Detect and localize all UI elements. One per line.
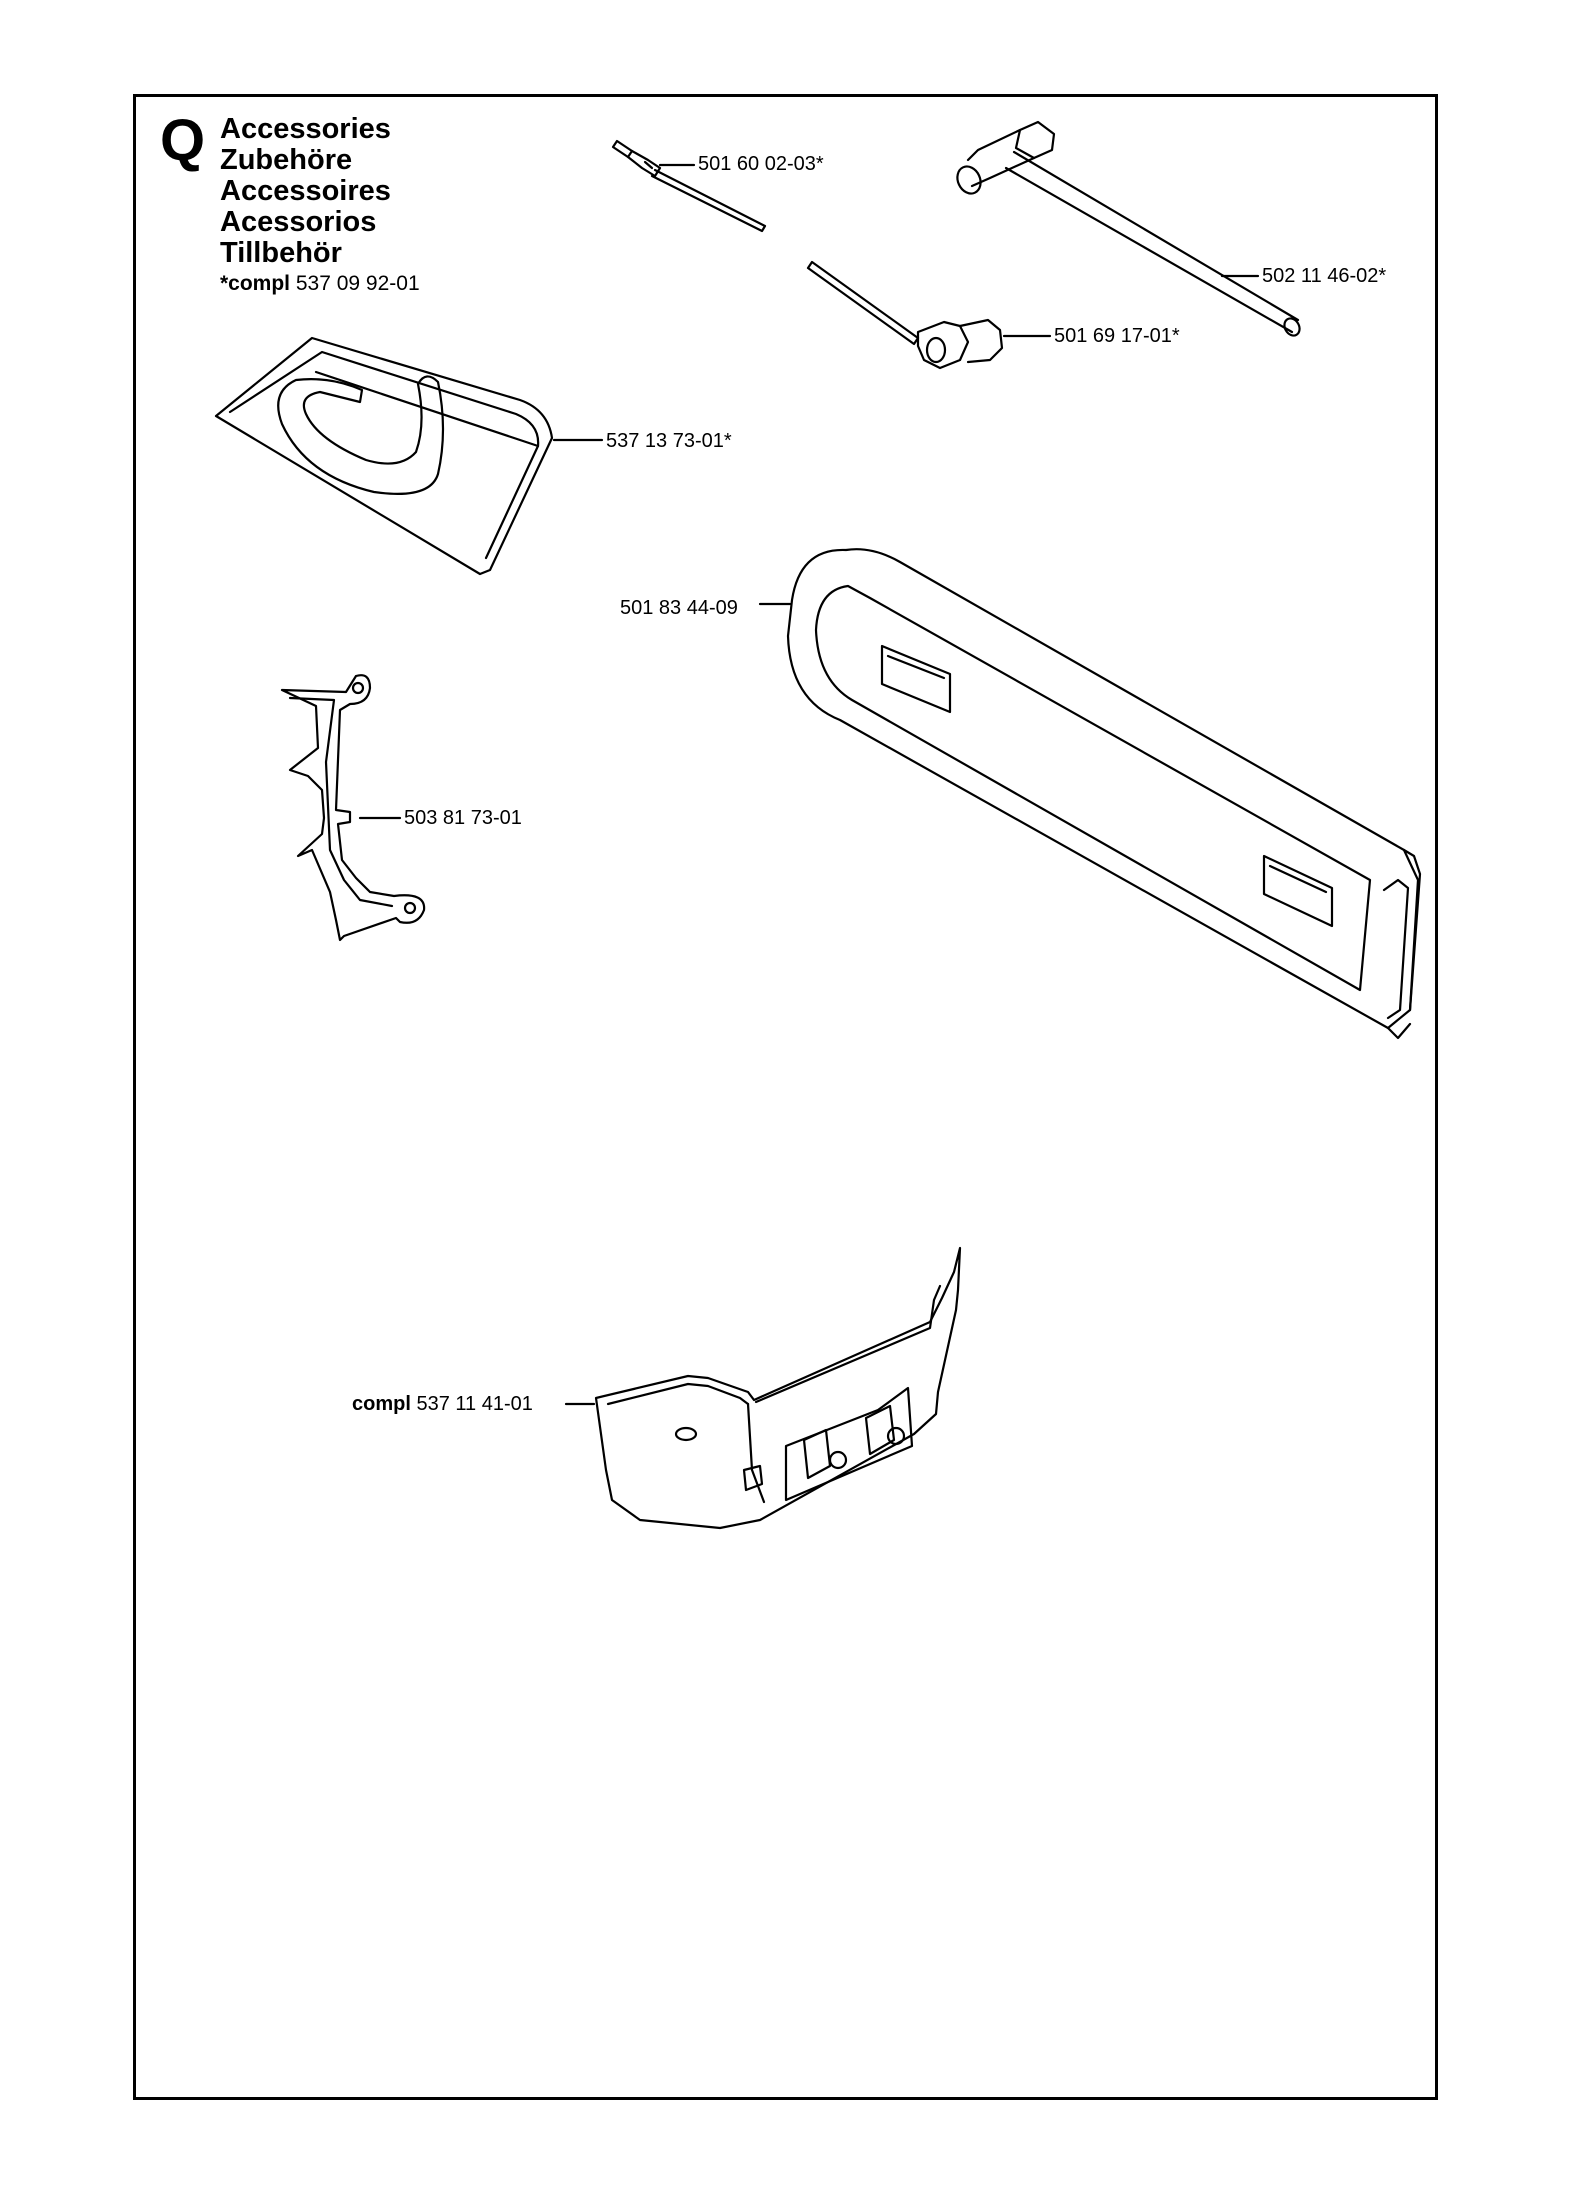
- callout-clutch-cover: compl 537 11 41-01: [352, 1393, 533, 1415]
- kit-number-line: *compl 537 09 92-01: [220, 270, 420, 298]
- clutch-cover-drawing: [564, 1246, 962, 1530]
- callout-bumper-spike: 503 81 73-01: [404, 807, 522, 829]
- kit-number: 537 09 92-01: [295, 272, 420, 295]
- bar-guard-drawing: [758, 548, 1422, 1040]
- tool-bag-drawing: [214, 336, 604, 576]
- bumper-spike-drawing: [280, 674, 426, 942]
- title-fr: Accessoires: [220, 175, 391, 207]
- combination-wrench-drawing: [956, 120, 1301, 337]
- callout-file-holder: 501 60 02-03*: [698, 153, 824, 175]
- clutch-cover-number: 537 11 41-01: [416, 1393, 533, 1415]
- tool-wrench-drawing: [806, 260, 1052, 370]
- callout-bar-guard: 501 83 44-09: [620, 597, 738, 619]
- title-de: Zubehöre: [220, 144, 353, 176]
- callout-combination-wrench: 502 11 46-02*: [1262, 265, 1387, 287]
- title-es: Acessorios: [220, 206, 377, 238]
- callout-tool-wrench: 501 69 17-01*: [1054, 325, 1180, 347]
- page-frame: [133, 94, 1438, 2100]
- title-en: Accessories: [220, 113, 391, 145]
- file-holder-drawing: [611, 139, 767, 233]
- clutch-cover-prefix: compl: [352, 1393, 411, 1415]
- section-letter: Q: [160, 108, 206, 173]
- kit-prefix: *compl: [220, 272, 291, 295]
- title-sv: Tillbehör: [220, 237, 342, 269]
- section-titles: Accessories Zubehöre Accessoires Acessor…: [220, 114, 420, 298]
- callout-tool-bag: 537 13 73-01*: [606, 430, 732, 452]
